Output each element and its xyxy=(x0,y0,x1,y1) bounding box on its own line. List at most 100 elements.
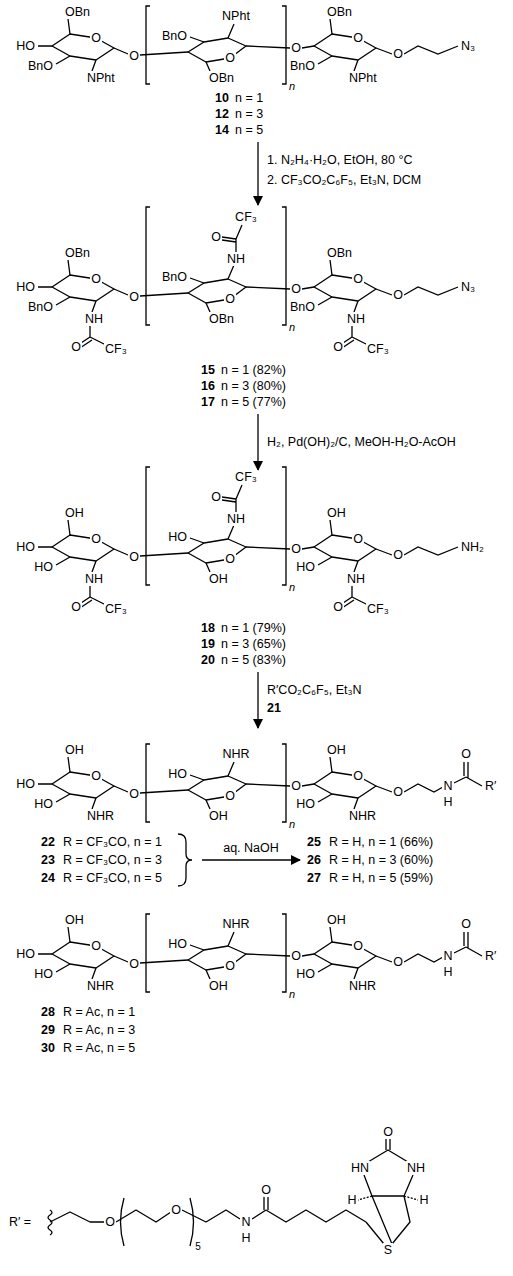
atom-label: HO xyxy=(15,540,36,554)
compound-22 xyxy=(38,744,482,822)
atom-label: O xyxy=(352,769,364,783)
atom-label: O xyxy=(224,51,236,65)
atom-label: HO xyxy=(15,947,36,961)
atom-label: BnO xyxy=(27,59,54,73)
atom-label: O xyxy=(224,789,236,803)
atom-label: OH xyxy=(208,572,229,586)
compound-number: 28 xyxy=(40,1005,56,1019)
atom-label: NH xyxy=(226,512,246,526)
atom-label: OBn xyxy=(208,312,235,326)
atom-label: O xyxy=(332,600,344,614)
atom-label: H xyxy=(346,1193,357,1207)
atom-label: OH xyxy=(326,913,347,927)
atom-label: O xyxy=(290,779,302,793)
atom-label: n = 5 (77%) xyxy=(220,395,287,409)
atom-label: O xyxy=(392,288,404,302)
atom-label: CF₃ xyxy=(234,210,258,224)
atom-label: O xyxy=(224,552,236,566)
atom-label: NPht xyxy=(348,71,378,85)
atom-label: BnO xyxy=(27,300,54,314)
atom-label: O xyxy=(290,542,302,556)
atom-label: OH xyxy=(326,506,347,520)
atom-label: R′ xyxy=(484,779,497,793)
atom-label: R = H, n = 3 (60%) xyxy=(328,853,434,867)
atom-label: O xyxy=(128,957,140,971)
atom-label: O xyxy=(392,548,404,562)
atom-label: n xyxy=(288,580,296,594)
atom-label: O xyxy=(70,600,82,614)
atom-label: O xyxy=(352,532,364,546)
atom-label: O xyxy=(128,787,140,801)
atom-label: BnO xyxy=(161,29,188,43)
atom-label: O xyxy=(210,230,222,244)
atom-label: NPht xyxy=(86,71,116,85)
atom-label: HO xyxy=(33,560,54,574)
compound-number: 19 xyxy=(200,637,216,651)
atom-label: CF₃ xyxy=(366,602,390,616)
atom-label: n = 5 xyxy=(234,123,264,137)
atom-label: HO xyxy=(167,530,188,544)
atom-label: OH xyxy=(64,506,85,520)
atom-label: n = 1 (79%) xyxy=(220,621,287,635)
atom-label: R = CF₃CO, n = 3 xyxy=(62,853,163,867)
atom-label: aq. NaOH xyxy=(222,841,280,855)
atom-label: CF₃ xyxy=(366,342,390,356)
atom-label: 2. CF₃CO₂C₆F₅, Et₃N, DCM xyxy=(266,173,422,187)
atom-label: R = CF₃CO, n = 5 xyxy=(62,871,163,885)
atom-label: n xyxy=(288,320,296,334)
atom-label: O xyxy=(352,272,364,286)
compound-number: 15 xyxy=(200,363,216,377)
compound-number: 29 xyxy=(40,1023,56,1037)
atom-label: O xyxy=(128,290,140,304)
reaction-arrows xyxy=(178,142,300,886)
atom-label: n xyxy=(288,987,296,1001)
compound-number: 21 xyxy=(266,701,282,715)
atom-label: OH xyxy=(64,913,85,927)
atom-label: NPht xyxy=(221,9,251,23)
compound-10 xyxy=(38,6,458,84)
atom-label: H xyxy=(442,795,453,809)
atom-label: NHR xyxy=(221,747,250,761)
atom-label: HO xyxy=(15,777,36,791)
atom-label: CF₃ xyxy=(104,342,128,356)
atom-label: HO xyxy=(295,560,316,574)
atom-label: R = CF₃CO, n = 1 xyxy=(62,835,163,849)
atom-label: n xyxy=(288,79,296,93)
atom-label: 1. N₂H₄·H₂O, EtOH, 80 °C xyxy=(266,153,414,167)
atom-label: NH xyxy=(346,572,366,586)
atom-label: OH xyxy=(208,979,229,993)
atom-label: O xyxy=(460,747,472,761)
atom-label: H xyxy=(418,1193,429,1207)
atom-label: NH xyxy=(84,572,104,586)
atom-label: OH xyxy=(208,809,229,823)
atom-label: 5 xyxy=(194,1241,202,1252)
atom-label: O xyxy=(90,769,102,783)
atom-label: R = H, n = 1 (66%) xyxy=(328,835,434,849)
atom-label: N₃ xyxy=(460,39,476,53)
atom-label: OBn xyxy=(64,5,91,19)
compound-number: 12 xyxy=(214,107,230,121)
atom-label: O xyxy=(224,292,236,306)
atom-label: O xyxy=(352,939,364,953)
atom-label: n = 1 xyxy=(234,91,264,105)
compound-15 xyxy=(38,207,458,348)
atom-label: R′ xyxy=(484,949,497,963)
atom-label: R = Ac, n = 5 xyxy=(62,1041,136,1055)
compound-28 xyxy=(38,914,482,992)
atom-label: R′CO₂C₆F₅, Et₃N xyxy=(266,683,363,697)
atom-label: HO xyxy=(295,967,316,981)
atom-label: O xyxy=(290,949,302,963)
atom-label: n xyxy=(288,817,296,831)
atom-label: HO xyxy=(295,797,316,811)
atom-label: NH xyxy=(406,1161,426,1175)
atom-label: O xyxy=(392,47,404,61)
atom-label: N₃ xyxy=(460,280,476,294)
atom-label: O xyxy=(170,1203,182,1217)
atom-label: O xyxy=(382,1125,394,1139)
atom-label: O xyxy=(290,282,302,296)
atom-label: OBn xyxy=(208,71,235,85)
atom-label: OH xyxy=(64,743,85,757)
atom-label: NH₂ xyxy=(460,540,485,554)
atom-label: R = Ac, n = 1 xyxy=(62,1005,136,1019)
atom-label: n = 3 (80%) xyxy=(220,379,287,393)
